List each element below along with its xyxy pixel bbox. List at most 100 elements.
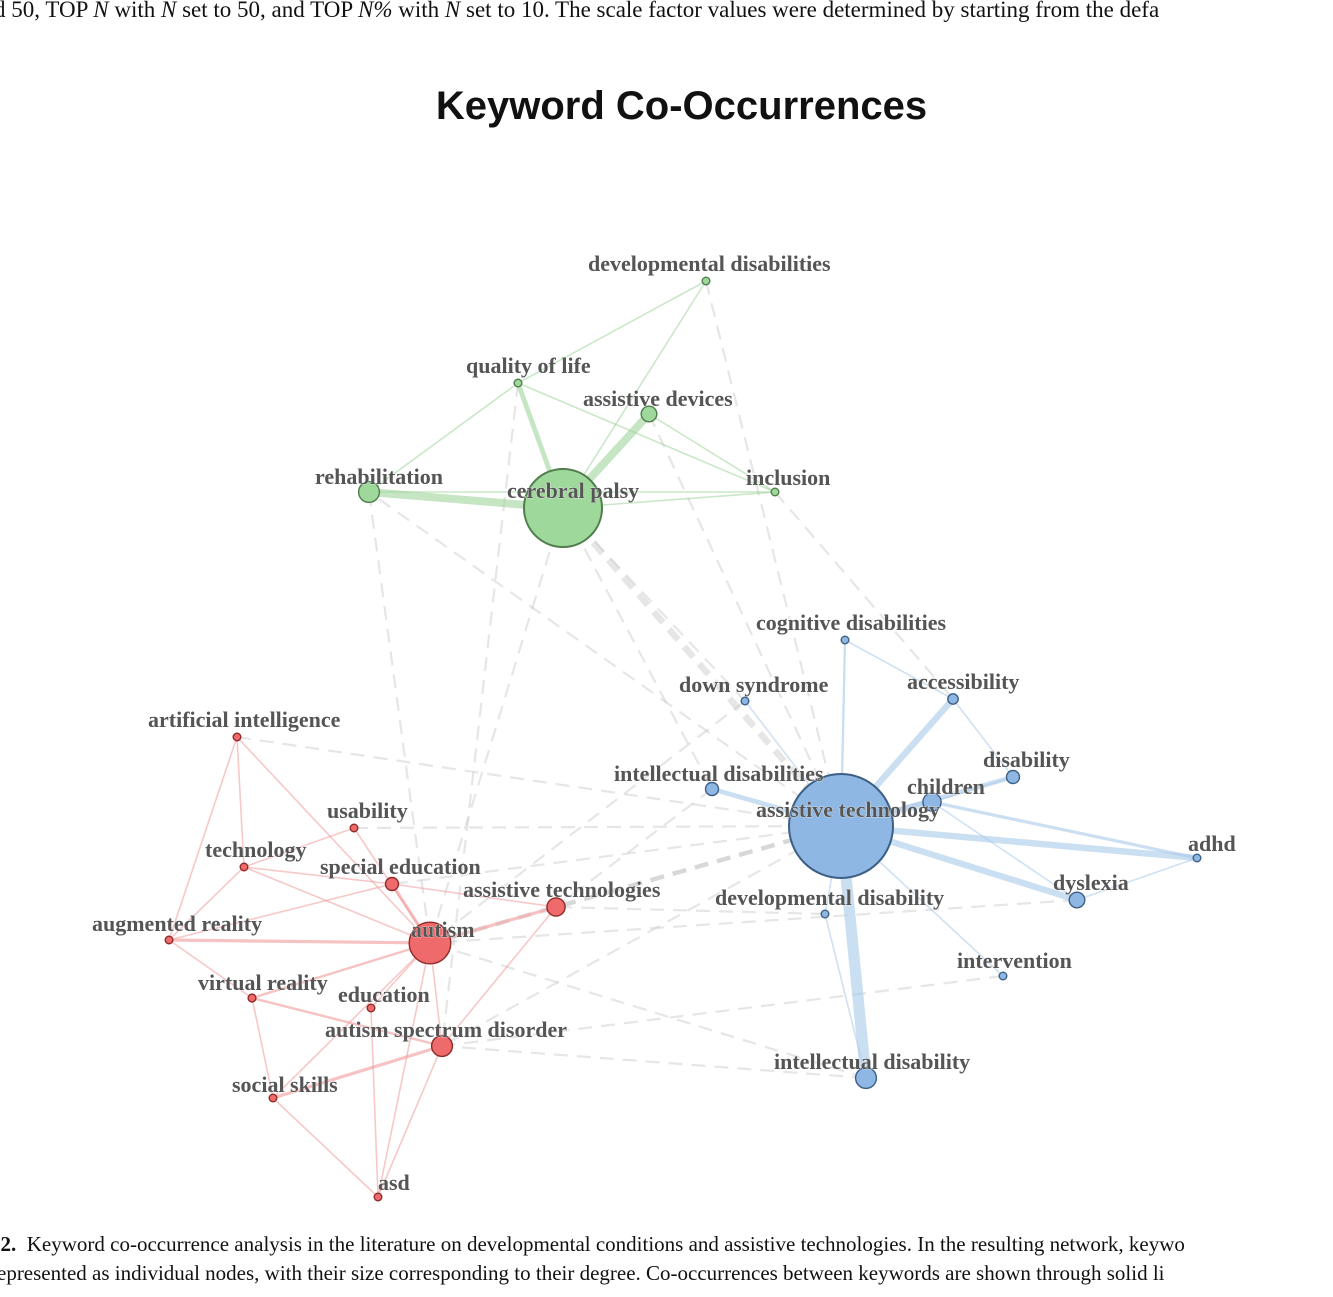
label-education: education	[338, 982, 430, 1007]
edge-special-education--assistive-technologies	[391, 883, 557, 908]
edge-developmental-disabilities--assistive-technology	[704, 280, 843, 827]
label-intellectual-disabilities: intellectual disabilities	[614, 761, 824, 786]
edge-intellectual-disability--autism-spectrum-disorder	[441, 1044, 867, 1080]
label-augmented-reality: augmented reality	[92, 911, 262, 936]
edge-autism-spectrum-disorder--social-skills	[272, 1044, 443, 1100]
edge-assistive-technology--adhd	[840, 822, 1198, 862]
node-adhd	[1192, 853, 1202, 863]
edge-cognitive-disabilities--accessibility	[844, 639, 954, 700]
node-assistive-technology	[788, 773, 894, 879]
edge-autism-spectrum-disorder--assistive-technologies	[441, 906, 557, 1047]
edge-cerebral-palsy--autism	[428, 507, 565, 944]
edge-autism--virtual-reality	[251, 941, 431, 1000]
label-dyslexia: dyslexia	[1053, 870, 1129, 895]
label-quality-of-life: quality of life	[466, 353, 591, 378]
label-autism-spectrum-disorder: autism spectrum disorder	[325, 1017, 567, 1042]
edge-intellectual-disability--autism	[429, 941, 867, 1080]
label-accessibility: accessibility	[907, 669, 1019, 694]
edge-autism-spectrum-disorder--virtual-reality	[251, 996, 443, 1048]
node-quality-of-life	[513, 378, 523, 388]
edge-dyslexia--autism	[429, 898, 1078, 945]
label-autism: autism	[411, 917, 475, 942]
figure-caption: . 2. Keyword co-occurrence analysis in t…	[0, 1230, 1333, 1288]
label-cognitive-disabilities: cognitive disabilities	[756, 610, 947, 635]
label-adhd: adhd	[1188, 831, 1236, 856]
edge-quality-of-life--inclusion	[517, 382, 776, 493]
caption-line-1: . 2. Keyword co-occurrence analysis in t…	[0, 1230, 1333, 1259]
label-technology: technology	[205, 837, 306, 862]
edge-developmental-disability--intellectual-disability	[824, 913, 867, 1079]
node-rehabilitation	[357, 480, 381, 504]
node-dyslexia	[1068, 891, 1086, 909]
edge-artificial-intelligence--assistive-technology	[236, 735, 842, 828]
edge-intellectual-disabilities--assistive-technologies	[555, 788, 713, 908]
node-intervention	[998, 971, 1008, 981]
preceding-paragraph-line: d 50, TOP N with N set to 50, and TOP N%…	[0, 0, 1159, 26]
edge-children--dyslexia	[931, 801, 1078, 901]
caption-line-2: represented as individual nodes, with th…	[0, 1259, 1333, 1288]
label-cerebral-palsy: cerebral palsy	[507, 478, 639, 503]
caption-label: . 2.	[0, 1232, 17, 1256]
preceding-text-part: with	[392, 0, 445, 22]
label-assistive-technologies: assistive technologies	[463, 877, 661, 902]
edge-augmented-reality--virtual-reality	[168, 939, 253, 999]
preceding-text-part: N	[93, 0, 109, 22]
node-assistive-technologies	[546, 897, 566, 917]
edge-education--asd	[370, 1007, 379, 1198]
edge-social-skills--asd	[272, 1097, 379, 1198]
edge-autism--assistive-technologies	[429, 905, 557, 945]
node-virtual-reality	[247, 993, 257, 1003]
node-assistive-devices	[640, 405, 658, 423]
caption-text-2: represented as individual nodes, with th…	[0, 1261, 1165, 1285]
edge-rehabilitation--autism	[367, 491, 432, 944]
node-down-syndrome	[740, 696, 750, 706]
node-social-skills	[268, 1093, 278, 1103]
preceding-text-part: N%	[358, 0, 393, 22]
node-intellectual-disabilities	[704, 781, 720, 797]
label-developmental-disability: developmental disability	[715, 885, 944, 910]
node-artificial-intelligence	[232, 732, 242, 742]
node-autism	[408, 921, 452, 965]
node-special-education	[384, 876, 400, 892]
edge-technology--usability	[243, 827, 355, 868]
node-education	[366, 1003, 376, 1013]
edge-autism--technology	[243, 866, 431, 944]
label-inclusion: inclusion	[746, 465, 830, 490]
node-augmented-reality	[164, 935, 174, 945]
label-rehabilitation: rehabilitation	[315, 464, 443, 489]
node-cognitive-disabilities	[840, 635, 850, 645]
keyword-nodes	[164, 276, 1202, 1202]
preceding-text-part: with	[108, 0, 162, 22]
label-usability: usability	[327, 798, 408, 823]
edge-special-education--augmented-reality	[168, 883, 393, 941]
edge-accessibility--disability	[952, 698, 1014, 778]
node-usability	[349, 823, 359, 833]
edge-developmental-disabilities--quality-of-life	[517, 280, 707, 384]
edge-autism--social-skills	[272, 942, 431, 1099]
node-disability	[1005, 769, 1021, 785]
label-assistive-technology: assistive technology	[756, 797, 940, 822]
preceding-text-part: set to 50, and TOP	[176, 0, 359, 22]
label-social-skills: social skills	[232, 1072, 338, 1097]
edge-autism--augmented-reality	[168, 938, 431, 945]
edge-special-education--technology	[243, 866, 393, 885]
node-intellectual-disability	[854, 1066, 878, 1090]
figure-title: Keyword Co-Occurrences	[435, 84, 928, 128]
edge-augmented-reality--artificial-intelligence	[168, 736, 238, 941]
node-children	[922, 792, 942, 812]
edge-intervention--autism-spectrum-disorder	[441, 974, 1004, 1048]
edge-cerebral-palsy--assistive-technology	[560, 505, 844, 829]
edge-assistive-devices--inclusion	[648, 413, 776, 493]
edge-augmented-reality--technology	[168, 866, 245, 941]
edge-down-syndrome--autism	[429, 700, 746, 944]
label-assistive-devices: assistive devices	[583, 386, 733, 411]
edge-assistive-devices--assistive-technology	[648, 413, 842, 827]
node-technology	[239, 862, 249, 872]
node-accessibility	[947, 693, 959, 705]
edge-autism--artificial-intelligence	[236, 736, 431, 944]
edge-rehabilitation--quality-of-life	[368, 382, 519, 493]
edge-children--adhd	[931, 800, 1198, 860]
edge-virtual-reality--social-skills	[251, 997, 274, 1099]
